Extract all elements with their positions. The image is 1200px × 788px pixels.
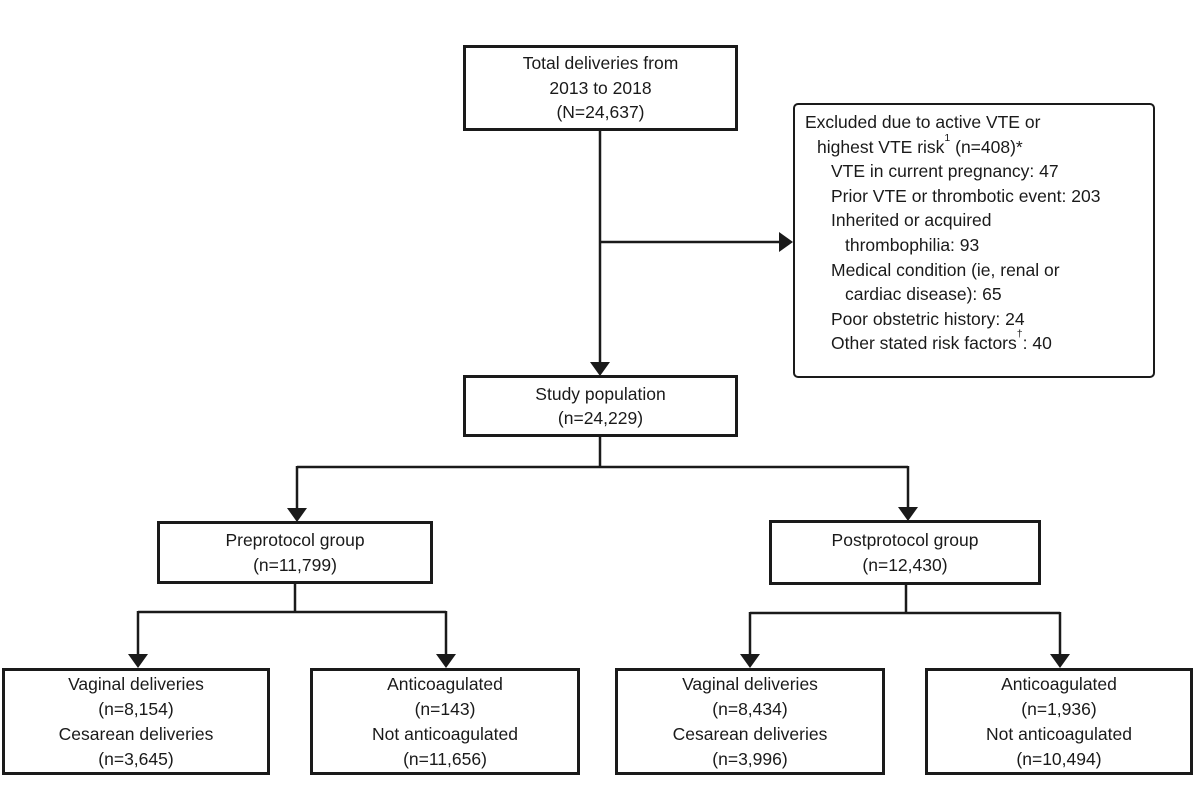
text-run: Other stated risk factors xyxy=(831,333,1017,354)
arrowhead-down-icon xyxy=(898,507,918,521)
box-text-line: (n=8,434) xyxy=(712,698,788,719)
box-text-line: (n=10,494) xyxy=(1016,748,1102,769)
text-run: : 40 xyxy=(1022,333,1052,354)
box-text-line: Cesarean deliveries xyxy=(58,723,214,744)
arrowhead-down-icon xyxy=(1050,654,1070,668)
arrowhead-down-icon xyxy=(287,508,307,522)
excluded-reason: Medical condition (ie, renal or xyxy=(831,259,1060,280)
box-text-line: (n=11,656) xyxy=(403,748,487,769)
preprotocol-deliveries-box: Vaginal deliveries (n=8,154) Cesarean de… xyxy=(2,668,270,775)
total-deliveries-box: Total deliveries from 2013 to 2018 (N=24… xyxy=(463,45,738,131)
text-run: (n=408)* xyxy=(950,136,1023,157)
postprotocol-group-box: Postprotocol group (n=12,430) xyxy=(769,520,1041,585)
footnote-marker-dagger: † xyxy=(1016,328,1023,341)
text-run: highest VTE risk xyxy=(817,136,945,157)
box-text-line: Preprotocol group xyxy=(225,530,365,550)
box-text-line: Anticoagulated xyxy=(387,673,503,694)
arrowhead-down-icon xyxy=(436,654,456,668)
arrow-preprotocol-to-leaves xyxy=(128,584,456,668)
arrow-total-to-study xyxy=(590,131,610,376)
box-text-line: Cesarean deliveries xyxy=(672,723,828,744)
arrow-postprotocol-to-leaves xyxy=(740,585,1070,668)
excluded-reason-other: Other stated risk factors†: 40 xyxy=(795,328,1153,356)
box-text-line: (n=3,996) xyxy=(712,748,788,769)
box-text-line: (n=24,229) xyxy=(557,408,644,428)
box-text-line: (N=24,637) xyxy=(556,102,645,123)
box-text-line: (n=12,430) xyxy=(862,554,948,575)
box-text-line: Vaginal deliveries xyxy=(68,673,204,694)
box-text-line: (n=1,936) xyxy=(1021,698,1097,719)
box-text-line: (n=3,645) xyxy=(98,748,174,769)
box-text-line: Vaginal deliveries xyxy=(682,673,818,694)
excluded-heading-line2: highest VTE risk1 (n=408)* xyxy=(795,131,1153,160)
box-text-line: (n=8,154) xyxy=(98,698,174,719)
arrowhead-down-icon xyxy=(590,362,610,376)
arrow-study-to-groups xyxy=(287,437,918,522)
box-text-line: (n=143) xyxy=(414,698,476,719)
box-text-line: (n=11,799) xyxy=(253,554,337,575)
preprotocol-group-box: Preprotocol group (n=11,799) xyxy=(157,521,433,584)
excluded-reason: Poor obstetric history: 24 xyxy=(831,308,1025,329)
arrowhead-right-icon xyxy=(779,232,793,252)
excluded-reason-continued: thrombophilia: 93 xyxy=(845,234,980,255)
excluded-heading-line1: Excluded due to active VTE or xyxy=(805,112,1041,132)
box-text-line: Total deliveries from xyxy=(522,53,679,74)
box-text-line: Study population xyxy=(535,383,666,404)
arrow-total-to-excluded xyxy=(600,232,793,252)
arrowhead-down-icon xyxy=(740,654,760,668)
arrowhead-down-icon xyxy=(128,654,148,668)
box-text-line: Not anticoagulated xyxy=(986,723,1132,744)
box-text-line: Anticoagulated xyxy=(1001,673,1117,694)
excluded-reason: VTE in current pregnancy: 47 xyxy=(831,161,1059,182)
preprotocol-anticoagulation-box: Anticoagulated (n=143) Not anticoagulate… xyxy=(310,668,580,775)
excluded-reason: Prior VTE or thrombotic event: 203 xyxy=(831,185,1101,206)
footnote-marker-1: 1 xyxy=(944,131,951,144)
box-text-line: 2013 to 2018 xyxy=(549,77,652,98)
excluded-reason-continued: cardiac disease): 65 xyxy=(845,284,1002,305)
excluded-box: Excluded due to active VTE or highest VT… xyxy=(793,103,1155,378)
box-text-line: Not anticoagulated xyxy=(372,723,518,744)
box-text-line: Postprotocol group xyxy=(831,530,979,550)
postprotocol-anticoagulation-box: Anticoagulated (n=1,936) Not anticoagula… xyxy=(925,668,1193,775)
study-population-box: Study population (n=24,229) xyxy=(463,375,738,437)
postprotocol-deliveries-box: Vaginal deliveries (n=8,434) Cesarean de… xyxy=(615,668,885,775)
excluded-reason: Inherited or acquired xyxy=(831,210,992,231)
